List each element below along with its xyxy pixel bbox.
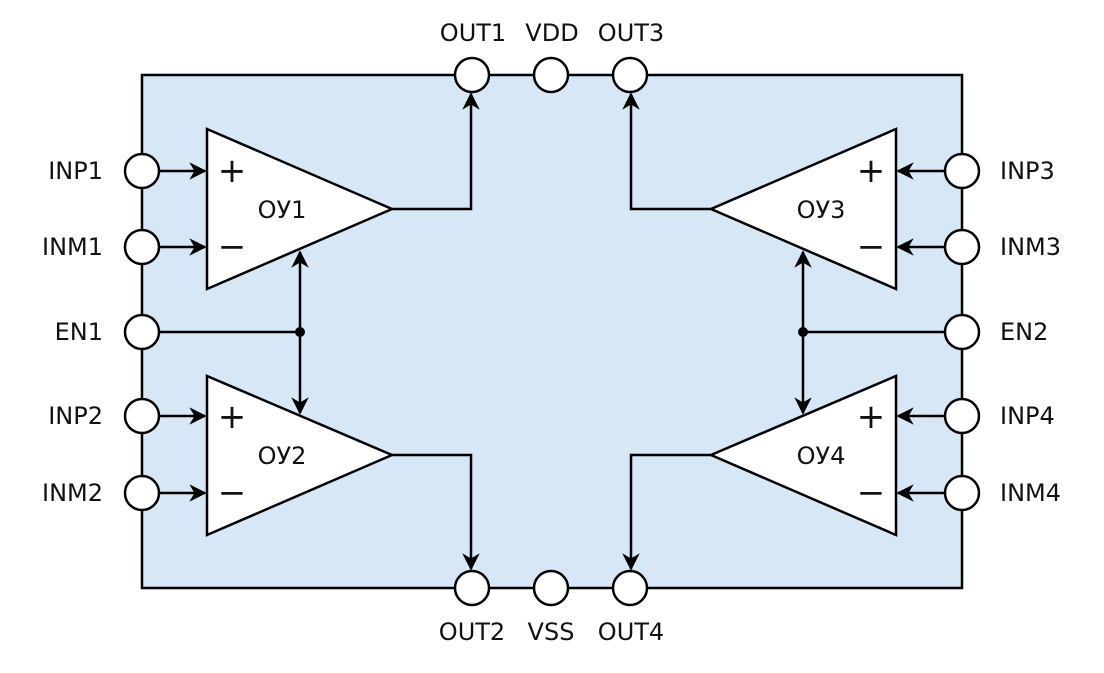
amplifier-triangle — [707, 374, 898, 537]
pin-inp1[interactable] — [123, 152, 161, 190]
pin-label-out1: OUT1 — [440, 19, 506, 47]
pin-inp2[interactable] — [123, 397, 161, 435]
pin-vss[interactable] — [532, 569, 570, 607]
pin-label-inp4: INP4 — [1000, 402, 1055, 430]
amplifier-triangle — [205, 374, 396, 537]
pin-label-vss: VSS — [528, 618, 575, 646]
plus-sign: + — [218, 397, 247, 437]
pin-label-inp1: INP1 — [48, 157, 103, 185]
pin-label-out3: OUT3 — [598, 19, 664, 47]
pin-out4[interactable] — [611, 569, 649, 607]
pin-label-inp3: INP3 — [1000, 157, 1055, 185]
amplifier-oy4: + − ОУ4 — [707, 374, 898, 537]
amplifier-oy3: + − ОУ3 — [707, 127, 898, 291]
pin-inp4[interactable] — [943, 397, 981, 435]
pin-inm2[interactable] — [123, 474, 161, 512]
pin-vdd[interactable] — [532, 56, 570, 94]
pins-top: OUT1 VDD OUT3 — [440, 19, 664, 94]
pin-label-out4: OUT4 — [598, 618, 664, 646]
plus-sign: + — [218, 151, 247, 191]
pin-label-vdd: VDD — [525, 19, 578, 47]
pins-right: INP3 INM3 EN2 INP4 INM4 — [943, 152, 1061, 512]
wire-out3 — [622, 92, 711, 211]
amplifier-label: ОУ4 — [797, 442, 846, 470]
pins-left: INP1 INM1 EN1 INP2 INM2 — [42, 152, 161, 512]
pin-inm3[interactable] — [943, 228, 981, 266]
junction-dot — [295, 327, 305, 337]
wire-out4 — [622, 453, 711, 571]
minus-sign: − — [218, 473, 247, 513]
pin-out1[interactable] — [453, 56, 491, 94]
plus-sign: + — [857, 151, 886, 191]
amplifier-triangle — [707, 127, 898, 291]
amplifier-triangle — [205, 127, 396, 291]
pins-bottom: OUT2 VSS OUT4 — [439, 569, 664, 646]
amplifier-label: ОУ1 — [258, 196, 307, 224]
pin-inm1[interactable] — [123, 228, 161, 266]
minus-sign: − — [857, 227, 886, 267]
pin-label-en1: EN1 — [55, 318, 103, 346]
pin-label-inm4: INM4 — [1000, 479, 1061, 507]
pin-label-inm1: INM1 — [42, 233, 103, 261]
pin-label-inm3: INM3 — [1000, 233, 1061, 261]
wire-out2 — [392, 453, 480, 571]
pin-label-en2: EN2 — [1000, 318, 1048, 346]
amplifier-oy1: + − ОУ1 — [205, 127, 396, 291]
pin-out3[interactable] — [611, 56, 649, 94]
junction-dot — [798, 327, 808, 337]
minus-sign: − — [857, 473, 886, 513]
amplifier-label: ОУ3 — [797, 196, 846, 224]
pin-label-out2: OUT2 — [439, 618, 505, 646]
amplifier-label: ОУ2 — [258, 442, 307, 470]
amplifier-oy2: + − ОУ2 — [205, 374, 396, 537]
pin-inm4[interactable] — [943, 474, 981, 512]
pin-en2[interactable] — [943, 313, 981, 351]
pin-label-inm2: INM2 — [42, 479, 103, 507]
pin-inp3[interactable] — [943, 152, 981, 190]
pin-label-inp2: INP2 — [48, 402, 103, 430]
wire-out1 — [392, 92, 480, 211]
plus-sign: + — [857, 397, 886, 437]
pin-en1[interactable] — [123, 313, 161, 351]
pin-out2[interactable] — [453, 569, 491, 607]
minus-sign: − — [218, 227, 247, 267]
wires — [160, 92, 944, 571]
